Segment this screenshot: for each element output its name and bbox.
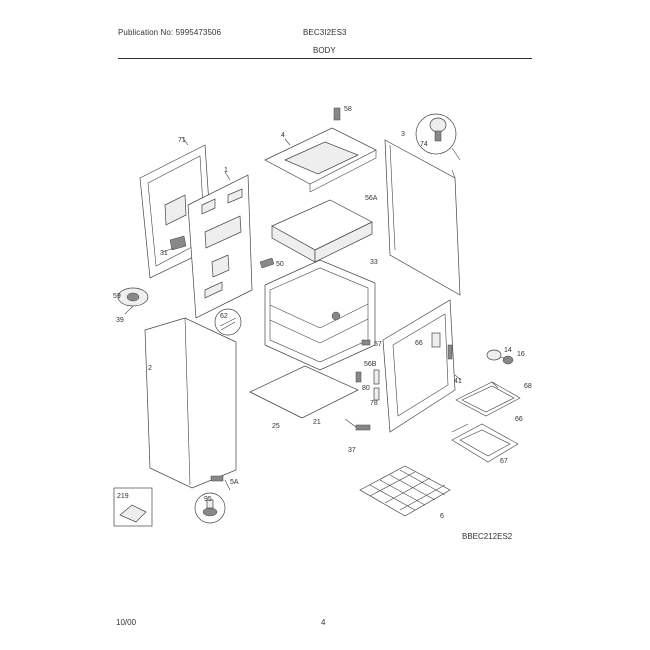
callout-67: 67 (500, 458, 508, 465)
model-number: BEC3I2ES3 (303, 28, 347, 37)
publication-number: Publication No: 5995473506 (118, 28, 222, 37)
part-1-rear-panel (187, 171, 253, 319)
callout-6: 6 (440, 513, 444, 520)
part-57-clip (361, 339, 371, 346)
callout-50: 50 (276, 261, 284, 268)
callout-219: 219 (117, 493, 129, 500)
callout-4: 4 (281, 132, 285, 139)
callout-5a: 5A (230, 479, 239, 486)
callout-56a: 56A (365, 195, 378, 202)
callout-16: 16 (517, 351, 525, 358)
part-50-bracket (259, 257, 275, 269)
callout-31: 31 (160, 250, 168, 257)
part-67-broil-element (451, 423, 519, 463)
callout-3: 3 (401, 131, 405, 138)
callout-1: 1 (224, 167, 228, 174)
part-25-oven-bottom (249, 365, 359, 419)
part-41-front-frame (382, 299, 462, 433)
callout-58: 58 (344, 106, 352, 113)
callout-80: 80 (362, 385, 370, 392)
callout-37: 37 (348, 447, 356, 454)
page-number: 4 (321, 618, 326, 627)
callout-74: 74 (420, 141, 428, 148)
callout-78: 78 (370, 400, 378, 407)
part-66-bake-element (455, 381, 521, 417)
section-title: BODY (313, 46, 336, 55)
callout-56b: 56B (364, 361, 377, 368)
callout-57: 57 (374, 341, 382, 348)
part-78-switch (373, 387, 380, 401)
part-4-top-panel (264, 127, 377, 193)
callout-39: 39 (116, 317, 124, 324)
callout-68: 68 (524, 383, 532, 390)
part-219-detail-box (113, 487, 153, 527)
part-56b-bracket (355, 371, 362, 383)
part-2-side-panel (144, 317, 237, 491)
part-5a-screw (210, 475, 224, 482)
diagram-code: BBEC212ES2 (462, 532, 513, 541)
part-80-switch (373, 369, 380, 385)
callout-41: 41 (454, 378, 462, 385)
callout-21: 21 (313, 419, 321, 426)
callout-95: 95 (204, 496, 212, 503)
part-62-detail-circle (214, 308, 242, 336)
callout-25: 25 (272, 423, 280, 430)
callout-66: 66 (415, 340, 423, 347)
part-6-oven-rack (359, 465, 451, 517)
header-rule (118, 58, 532, 59)
footer-date: 10/00 (116, 618, 137, 627)
part-14-16-element-terminal (486, 349, 514, 365)
part-3-side-panel (384, 139, 461, 296)
part-37-screw (344, 418, 371, 431)
callout-71: 71 (178, 137, 186, 144)
part-33-oven-cavity (264, 259, 376, 371)
callout-2: 2 (148, 365, 152, 372)
part-74-lamp (415, 113, 461, 161)
part-56a-insulation (271, 199, 373, 263)
callout-33: 33 (370, 259, 378, 266)
callout-14: 14 (504, 347, 512, 354)
part-31-bracket (162, 235, 187, 253)
part-59-grommet (117, 287, 149, 315)
part-95-detail-circle (194, 492, 226, 524)
callout-66-element: 66 (515, 416, 523, 423)
callout-59: 59 (113, 293, 121, 300)
callout-62: 62 (220, 313, 228, 320)
part-58-clip (333, 107, 341, 121)
